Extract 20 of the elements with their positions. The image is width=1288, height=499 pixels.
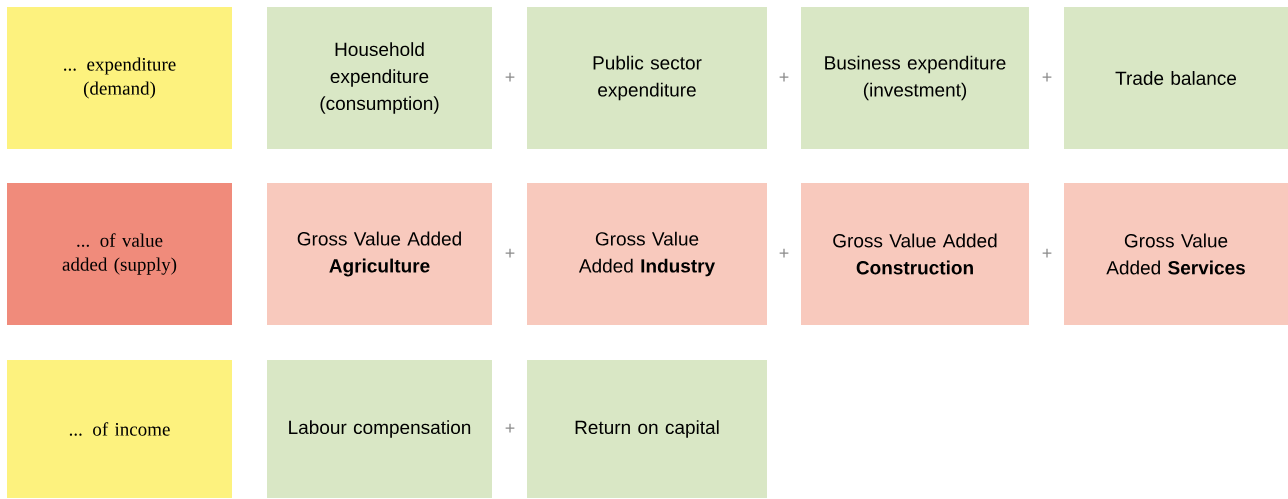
plus-sign: + — [779, 248, 789, 258]
category-box: ... of value added (supply) — [7, 183, 232, 325]
component-box: Gross Value Added Services — [1064, 183, 1288, 325]
component-box: Gross Value Added Construction — [801, 183, 1029, 325]
plus-sign: + — [505, 423, 515, 433]
plus-sign: + — [1042, 72, 1052, 82]
plus-sign: + — [779, 72, 789, 82]
component-box: Labour compensation — [267, 360, 492, 498]
component-box: Household expenditure (consumption) — [267, 7, 492, 149]
plus-sign: + — [505, 248, 515, 258]
category-box: ... expenditure (demand) — [7, 7, 232, 149]
category-box: ... of income — [7, 360, 232, 498]
component-box: Gross Value Added Agriculture — [267, 183, 492, 325]
component-box: Return on capital — [527, 360, 767, 498]
component-box: Gross Value Added Industry — [527, 183, 767, 325]
component-box: Public sector expenditure — [527, 7, 767, 149]
component-box: Trade balance — [1064, 7, 1288, 149]
component-box: Business expenditure (investment) — [801, 7, 1029, 149]
plus-sign: + — [505, 72, 515, 82]
plus-sign: + — [1042, 248, 1052, 258]
